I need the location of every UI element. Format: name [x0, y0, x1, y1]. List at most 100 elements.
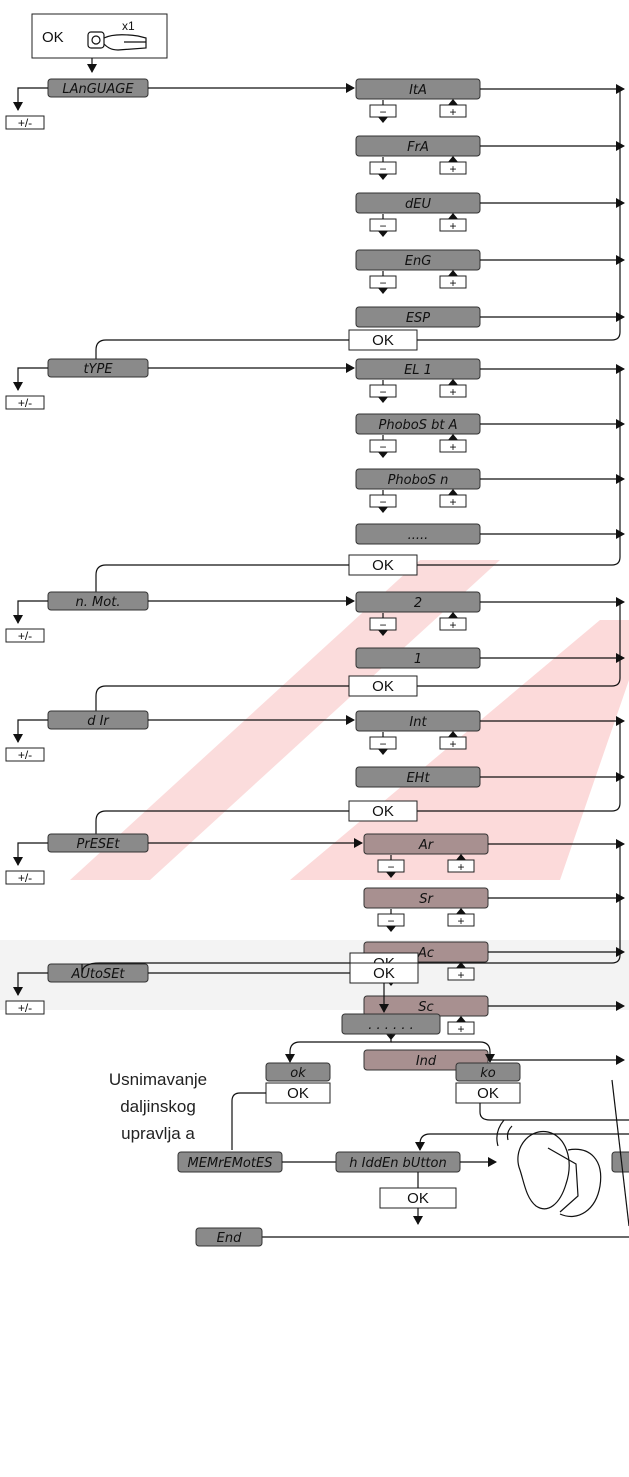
minus-button-language-3[interactable]: −: [370, 276, 396, 290]
start-ok-label: OK: [42, 29, 64, 46]
plus-button-type-2-label: +: [449, 495, 456, 509]
menu-dir[interactable]: d Ir: [48, 711, 148, 729]
option-language-3-label: EnG: [405, 254, 432, 269]
side-button-dir-label: +/-: [18, 748, 32, 762]
ok-button-type-label: OK: [372, 557, 394, 574]
minus-button-type-1[interactable]: −: [370, 440, 396, 454]
option-preset-1[interactable]: Sr: [364, 888, 488, 908]
menu-dir-label: d Ir: [87, 714, 110, 729]
memo-ok-button-label: OK: [407, 1190, 429, 1207]
ok-button-dir-label: OK: [372, 803, 394, 820]
memo-remotes-box-label: MEMrEMotES: [188, 1156, 273, 1171]
up-arrowhead: [448, 612, 458, 618]
menu-n-mot[interactable]: n. Mot.: [48, 592, 148, 610]
section-type: tYPE +/- EL 1 − + PhoboS bt A − + PhoboS n − +....…: [6, 359, 624, 592]
minus-button-language-1[interactable]: −: [370, 162, 396, 176]
autoset-ok-button[interactable]: OK: [350, 963, 418, 983]
option-dir-0-label: Int: [409, 715, 427, 730]
minus-button-preset-1-label: −: [387, 914, 394, 928]
ok-button-type[interactable]: OK: [349, 555, 417, 575]
plus-button-language-3-label: +: [449, 276, 456, 290]
connector-path: [417, 89, 620, 340]
option-n-mot-0-label: 2: [414, 596, 422, 611]
option-n-mot-0[interactable]: 2: [356, 592, 480, 612]
option-language-2-label: dEU: [405, 197, 431, 212]
option-type-0[interactable]: EL 1: [356, 359, 480, 379]
plus-button-language-1[interactable]: +: [440, 162, 466, 176]
option-dir-1[interactable]: EHt: [356, 767, 480, 787]
result-ko: ko: [456, 1063, 520, 1081]
minus-button-language-1-label: −: [379, 162, 386, 176]
plus-button-preset-3[interactable]: +: [448, 1022, 474, 1036]
plus-button-type-1[interactable]: +: [440, 440, 466, 454]
up-arrowhead: [448, 731, 458, 737]
option-language-0[interactable]: ItA: [356, 79, 480, 99]
side-button-n-mot[interactable]: +/-: [6, 629, 44, 643]
option-preset-4-label: Ind: [416, 1054, 437, 1069]
plus-button-preset-1[interactable]: +: [448, 914, 474, 928]
side-button-language-label: +/-: [18, 116, 32, 130]
option-language-2[interactable]: dEU: [356, 193, 480, 213]
option-preset-1-label: Sr: [419, 892, 434, 907]
memo-remotes-box[interactable]: MEMrEMotES: [178, 1152, 282, 1172]
up-arrowhead: [448, 270, 458, 276]
plus-button-language-0[interactable]: +: [440, 105, 466, 119]
minus-button-type-0[interactable]: −: [370, 385, 396, 399]
option-language-4[interactable]: ESP: [356, 307, 480, 327]
option-n-mot-1[interactable]: 1: [356, 648, 480, 668]
plus-button-n-mot-0[interactable]: +: [440, 618, 466, 632]
up-arrowhead: [448, 156, 458, 162]
plus-button-type-0[interactable]: +: [440, 385, 466, 399]
menu-autoset[interactable]: AUtoSEt: [48, 964, 148, 982]
option-language-1[interactable]: FrA: [356, 136, 480, 156]
plus-button-preset-2[interactable]: +: [448, 968, 474, 982]
minus-button-language-2[interactable]: −: [370, 219, 396, 233]
option-preset-3[interactable]: Sc: [364, 996, 488, 1016]
side-button-language[interactable]: +/-: [6, 116, 44, 130]
up-arrowhead: [456, 1016, 466, 1022]
side-button-type[interactable]: +/-: [6, 396, 44, 410]
minus-button-n-mot-0[interactable]: −: [370, 618, 396, 632]
result-ko-button[interactable]: OK: [456, 1083, 520, 1103]
down-arrowhead: [378, 288, 388, 294]
option-language-3[interactable]: EnG: [356, 250, 480, 270]
plus-button-preset-0[interactable]: +: [448, 860, 474, 874]
side-button-autoset-label: +/-: [18, 1001, 32, 1015]
up-arrowhead: [448, 434, 458, 440]
menu-type[interactable]: tYPE: [48, 359, 148, 377]
plus-button-language-1-label: +: [449, 162, 456, 176]
side-button-preset[interactable]: +/-: [6, 871, 44, 885]
minus-button-preset-0[interactable]: −: [378, 860, 404, 874]
plus-button-preset-1-label: +: [457, 914, 464, 928]
side-button-autoset[interactable]: +/-: [6, 1001, 44, 1015]
option-preset-0[interactable]: Ar: [364, 834, 488, 854]
minus-button-type-1-label: −: [379, 440, 386, 454]
option-type-2[interactable]: PhoboS n: [356, 469, 480, 489]
caption-line: daljinskog: [120, 1097, 196, 1116]
plus-button-language-2[interactable]: +: [440, 219, 466, 233]
option-dir-0[interactable]: Int: [356, 711, 480, 731]
menu-preset[interactable]: PrESEt: [48, 834, 148, 852]
ok-button-dir[interactable]: OK: [349, 801, 417, 821]
option-type-3[interactable]: .....: [356, 524, 480, 544]
option-type-1[interactable]: PhoboS bt A: [356, 414, 480, 434]
connector-path: [96, 340, 349, 359]
plus-button-type-2[interactable]: +: [440, 495, 466, 509]
menu-sections: LAnGUAGE+/-ItA−+FrA−+dEU−+EnG−+ESPOKtYPE…: [6, 79, 624, 1070]
caption-line: Usnimavanje: [109, 1070, 207, 1089]
result-ok-button[interactable]: OK: [266, 1083, 330, 1103]
minus-button-language-0[interactable]: −: [370, 105, 396, 119]
menu-language[interactable]: LAnGUAGE: [48, 79, 148, 97]
minus-button-dir-0[interactable]: −: [370, 737, 396, 751]
down-arrowhead: [378, 507, 388, 513]
option-language-0-label: ItA: [409, 83, 427, 98]
plus-button-dir-0[interactable]: +: [440, 737, 466, 751]
ok-button-n-mot[interactable]: OK: [349, 676, 417, 696]
side-button-dir[interactable]: +/-: [6, 748, 44, 762]
minus-button-type-2[interactable]: −: [370, 495, 396, 509]
plus-button-language-3[interactable]: +: [440, 276, 466, 290]
up-arrowhead: [448, 379, 458, 385]
minus-button-preset-1[interactable]: −: [378, 914, 404, 928]
ok-button-language[interactable]: OK: [349, 330, 417, 350]
memo-ok-button[interactable]: OK: [380, 1188, 456, 1208]
